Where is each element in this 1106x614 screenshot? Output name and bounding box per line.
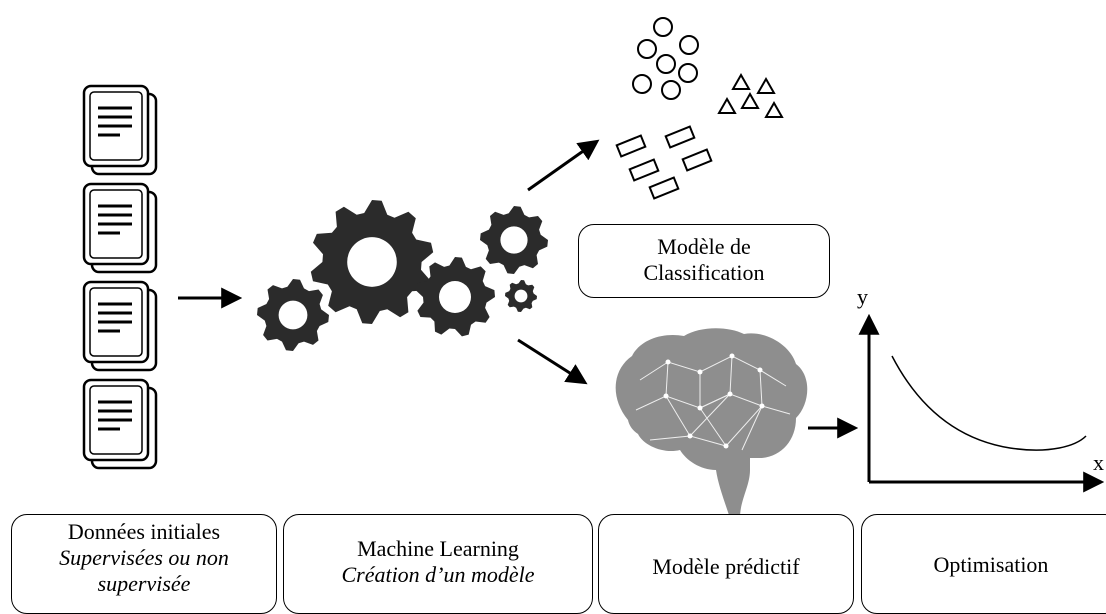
caption-donnees: Données initiales Supervisées ou non sup… (11, 514, 277, 614)
cluster-shapes-icon (615, 17, 784, 200)
arrow-to-classification (527, 139, 600, 192)
donnees-line2: Supervisées ou non (59, 545, 229, 570)
gear-left (257, 279, 329, 351)
arrow-to-brain (517, 338, 588, 385)
document-stack-icon (82, 84, 158, 470)
classification-line1: Modèle de (657, 234, 751, 259)
caption-optimisation: Optimisation (861, 514, 1106, 614)
brain-network-icon (615, 328, 808, 518)
x-axis-label: x (1093, 450, 1104, 475)
y-axis-label: y (857, 284, 868, 309)
gear-mid (415, 257, 495, 337)
gear-small (505, 280, 537, 312)
gear-large (310, 200, 434, 324)
caption-predictif: Modèle prédictif (598, 514, 854, 614)
caption-ml: Machine Learning Création d’un modèle (283, 514, 593, 614)
ml-subtitle: Création d’un modèle (341, 562, 535, 587)
optimisation-graph (858, 313, 1105, 493)
optimisation-curve (891, 355, 1087, 451)
donnees-title: Données initiales (67, 519, 221, 544)
gears-icon (257, 200, 548, 351)
ml-title: Machine Learning (357, 536, 519, 561)
optimisation-title: Optimisation (933, 552, 1049, 577)
donnees-line3: supervisée (97, 571, 191, 596)
gear-top-right (480, 206, 548, 274)
classification-box: Modèle de Classification (578, 224, 830, 298)
classification-line2: Classification (643, 260, 765, 285)
ml-diagram (82, 17, 1105, 518)
predictif-title: Modèle prédictif (652, 554, 800, 579)
